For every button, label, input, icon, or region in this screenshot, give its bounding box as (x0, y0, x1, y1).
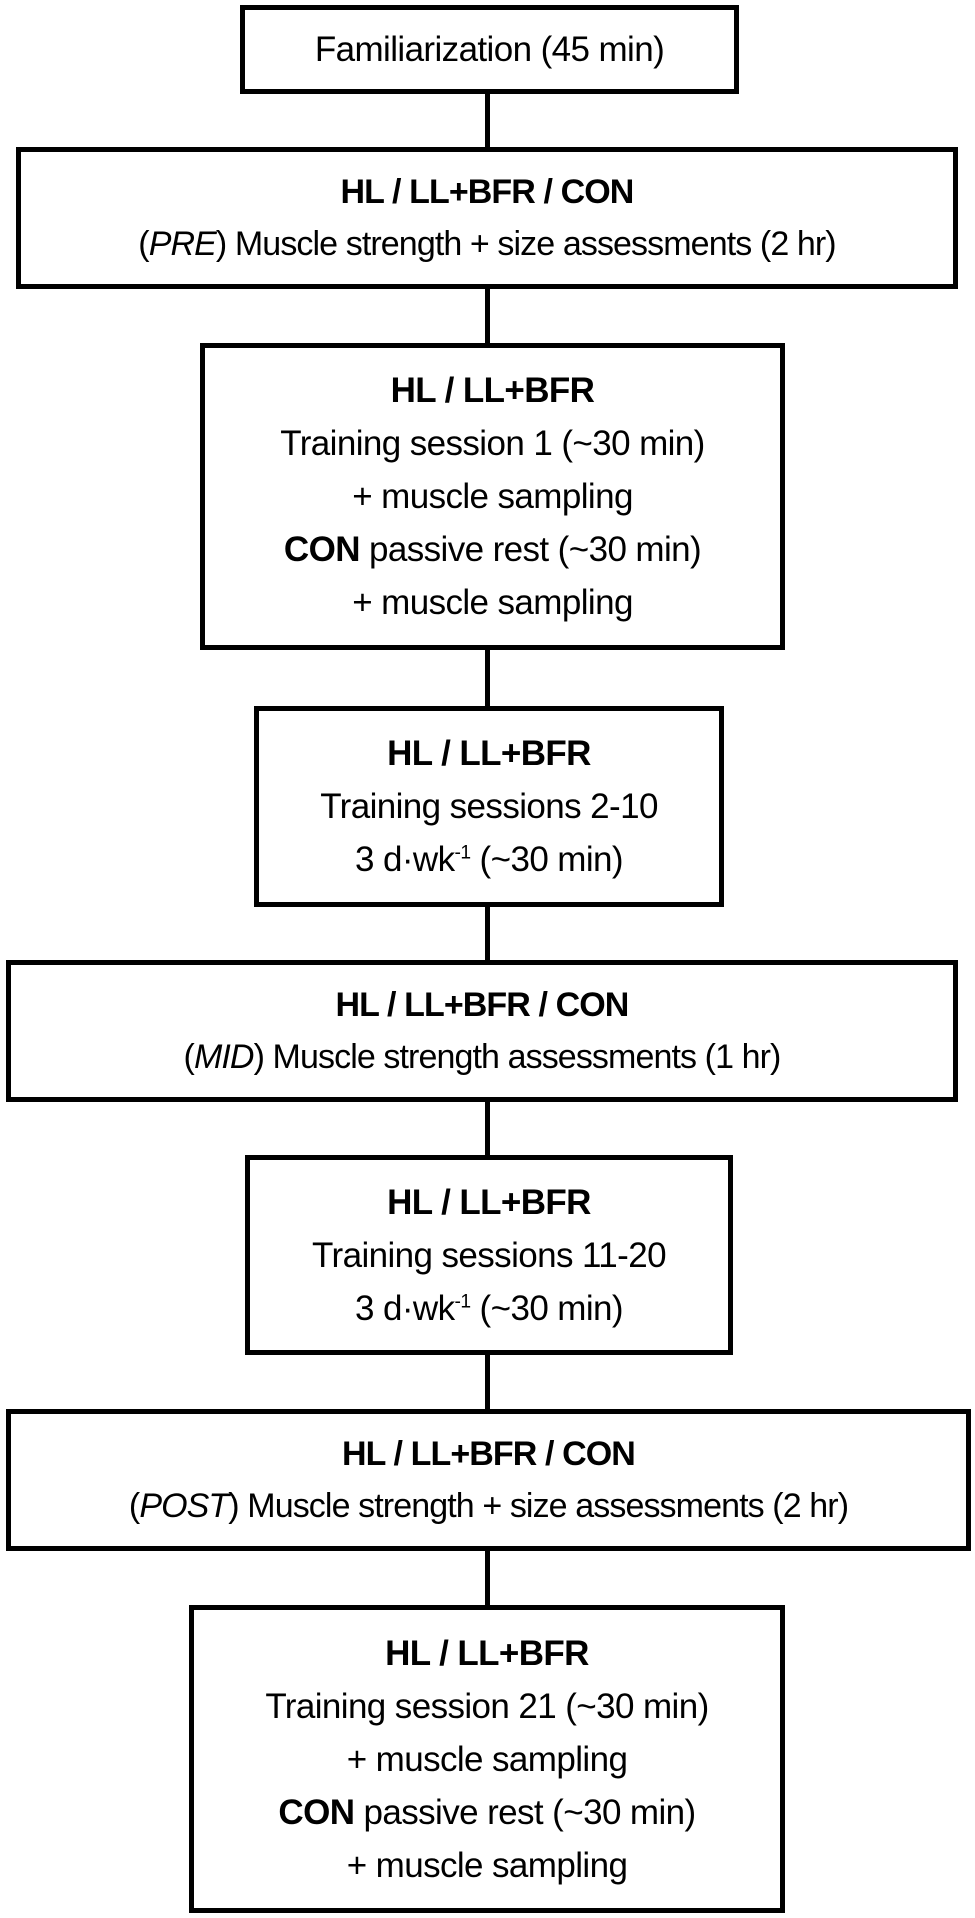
timepoint-mid: MID (193, 1038, 255, 1076)
frequency-line: 3 d·wk-1 (~30 min) (355, 1282, 624, 1335)
groups-label: HL / LL+BFR / CON (342, 1435, 636, 1473)
groups-label: HL / LL+BFR / CON (340, 173, 635, 211)
sampling-line: + muscle sampling (346, 1845, 628, 1885)
mid-assessment-box: HL / LL+BFR / CON (MID) Muscle strength … (6, 960, 958, 1102)
frequency-prefix: 3 d·wk (355, 840, 455, 879)
frequency-suffix: (~30 min) (470, 1288, 624, 1328)
training-line: Training sessions 11-20 (312, 1235, 666, 1275)
control-text: passive rest (~30 min) (354, 1792, 697, 1832)
sampling-line: + muscle sampling (352, 583, 633, 622)
connector-3-4 (485, 647, 490, 707)
connector-2-3 (485, 286, 490, 344)
connector-7-8 (485, 1548, 490, 1606)
assessment-text: Muscle strength + size assessments (2 hr… (238, 1487, 849, 1525)
control-text: passive rest (~30 min) (359, 530, 702, 569)
groups-label: HL / LL+BFR (390, 371, 595, 410)
control-label: CON (278, 1792, 355, 1832)
groups-label: HL / LL+BFR (385, 1633, 589, 1673)
connector-6-7 (485, 1352, 490, 1410)
groups-label: HL / LL+BFR (387, 1182, 591, 1222)
control-label: CON (283, 530, 361, 569)
frequency-suffix: (~30 min) (470, 840, 624, 879)
assessment-text: Muscle strength assessments (1 hr) (264, 1038, 782, 1076)
groups-label: HL / LL+BFR / CON (335, 986, 630, 1024)
sampling-line: + muscle sampling (346, 1739, 628, 1779)
post-assessment-box: HL / LL+BFR / CON (POST) Muscle strength… (6, 1409, 971, 1551)
training-session-1-box: HL / LL+BFR Training session 1 (~30 min)… (200, 343, 785, 650)
training-line: Training sessions 2-10 (320, 787, 658, 826)
familiarization-text: Familiarization (45 min) (314, 30, 665, 69)
mid-assessment-description: (MID) Muscle strength assessments (1 hr) (183, 1038, 782, 1076)
training-line: Training session 21 (~30 min) (265, 1686, 709, 1726)
groups-label: HL / LL+BFR (387, 734, 591, 773)
frequency-exponent: -1 (454, 842, 472, 864)
familiarization-box: Familiarization (45 min) (240, 5, 739, 94)
frequency-line: 3 d·wk-1 (~30 min) (355, 833, 624, 886)
timepoint-post: POST (139, 1487, 229, 1525)
timepoint-pre: PRE (148, 225, 217, 263)
training-sessions-11-20-box: HL / LL+BFR Training sessions 11-20 3 d·… (245, 1155, 733, 1355)
connector-5-6 (485, 1099, 490, 1156)
frequency-exponent: -1 (454, 1290, 472, 1312)
training-sessions-2-10-box: HL / LL+BFR Training sessions 2-10 3 d·w… (254, 706, 724, 907)
pre-assessment-description: (PRE) Muscle strength + size assessments… (138, 225, 837, 263)
training-session-21-box: HL / LL+BFR Training session 21 (~30 min… (189, 1605, 785, 1913)
control-line: CON passive rest (~30 min) (283, 523, 702, 576)
sampling-line: + muscle sampling (352, 477, 633, 516)
training-line: Training session 1 (~30 min) (280, 424, 705, 463)
assessment-text: Muscle strength + size assessments (2 hr… (226, 225, 837, 263)
pre-assessment-box: HL / LL+BFR / CON (PRE) Muscle strength … (16, 147, 958, 289)
post-assessment-description: (POST) Muscle strength + size assessment… (128, 1487, 849, 1525)
connector-1-2 (485, 91, 490, 148)
frequency-prefix: 3 d·wk (355, 1288, 455, 1328)
control-line: CON passive rest (~30 min) (278, 1786, 697, 1839)
connector-4-5 (485, 905, 490, 961)
